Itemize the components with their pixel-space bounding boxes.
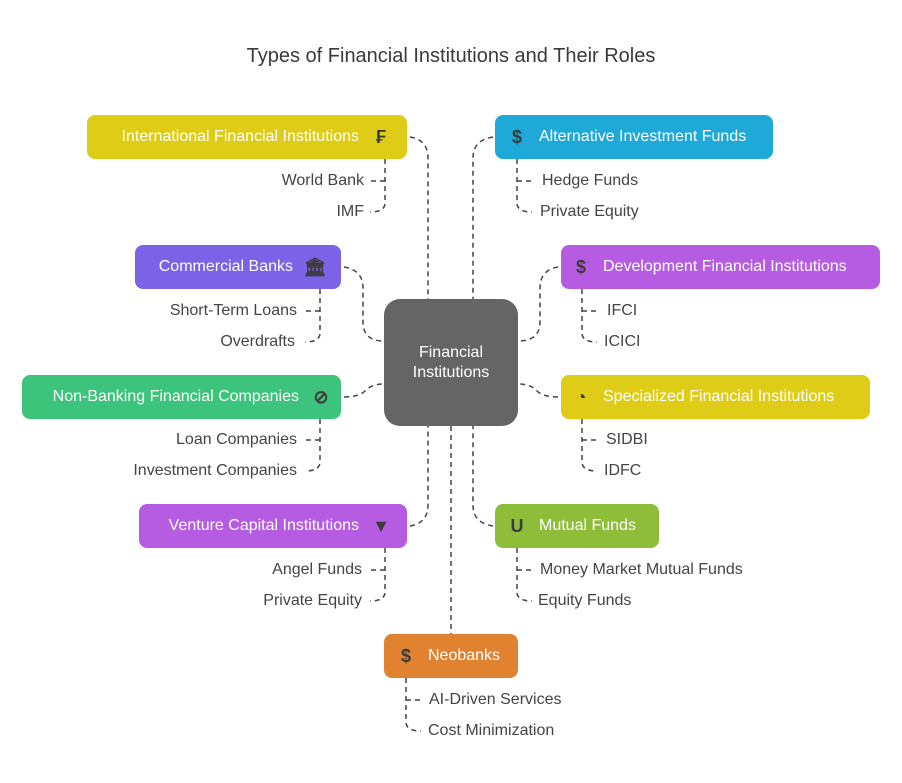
node-label: Commercial Banks bbox=[158, 258, 293, 275]
child-item: Equity Funds bbox=[538, 592, 632, 609]
child-item: Investment Companies bbox=[133, 462, 297, 479]
node-label: Alternative Investment Funds bbox=[539, 128, 747, 145]
diagram-title: Types of Financial Institutions and Thei… bbox=[246, 45, 656, 67]
node-venture[interactable]: Venture Capital Institutions ▼ bbox=[139, 504, 407, 548]
child-item: Short-Term Loans bbox=[169, 302, 297, 319]
node-label: Venture Capital Institutions bbox=[168, 517, 359, 534]
child-item: Angel Funds bbox=[272, 561, 362, 578]
node-alternative[interactable]: $ Alternative Investment Funds bbox=[495, 115, 773, 159]
connector-development bbox=[517, 266, 559, 342]
child-item: Cost Minimization bbox=[428, 722, 555, 739]
investment-exchange-icon: $ bbox=[511, 126, 522, 147]
child-item: World Bank bbox=[281, 172, 364, 189]
connector-nbfc bbox=[343, 383, 385, 398]
connector-specialized bbox=[517, 383, 559, 398]
node-mutual[interactable]: U Mutual Funds bbox=[495, 504, 659, 548]
node-label: Mutual Funds bbox=[539, 517, 636, 534]
node-label: Specialized Financial Institutions bbox=[603, 388, 835, 405]
connector-international bbox=[409, 136, 429, 299]
bank-icon: 🏛 bbox=[303, 256, 327, 277]
node-label: Neobanks bbox=[428, 647, 501, 664]
connector-mutual bbox=[472, 426, 494, 527]
globe-currency-icon: ₣ bbox=[375, 126, 386, 147]
child-item: Private Equity bbox=[540, 203, 639, 220]
child-item: AI-Driven Services bbox=[429, 691, 562, 708]
node-international[interactable]: International Financial Institutions ₣ bbox=[87, 115, 407, 159]
connector-commercial bbox=[343, 266, 385, 342]
node-nbfc[interactable]: Non-Banking Financial Companies ⊘ bbox=[22, 375, 341, 419]
graduation-cycle-icon: ◔ bbox=[575, 386, 587, 407]
center-label-line1: Financial bbox=[418, 343, 483, 361]
node-commercial[interactable]: Commercial Banks 🏛 bbox=[135, 245, 341, 289]
venture-logo-icon: ▼ bbox=[372, 515, 390, 536]
magnet-icon: U bbox=[510, 515, 524, 536]
child-item: ICICI bbox=[604, 333, 641, 350]
child-item: Hedge Funds bbox=[542, 172, 639, 189]
child-item: IMF bbox=[336, 203, 364, 220]
card-blocked-icon: ⊘ bbox=[313, 386, 329, 407]
node-label: International Financial Institutions bbox=[121, 128, 359, 145]
child-item: Overdrafts bbox=[220, 333, 295, 350]
digital-payment-icon: $ bbox=[400, 645, 411, 666]
connector-venture bbox=[409, 426, 429, 527]
node-neobanks[interactable]: $ Neobanks bbox=[384, 634, 518, 678]
child-item: Money Market Mutual Funds bbox=[540, 561, 743, 578]
node-label: Non-Banking Financial Companies bbox=[52, 388, 299, 405]
child-item: Private Equity bbox=[263, 592, 362, 609]
node-development[interactable]: $ Development Financial Institutions bbox=[561, 245, 880, 289]
node-label: Development Financial Institutions bbox=[603, 258, 847, 275]
connector-alternative bbox=[472, 136, 494, 299]
child-item: SIDBI bbox=[606, 431, 648, 448]
center-label-line2: Institutions bbox=[412, 363, 490, 381]
buildings-dollar-icon: $ bbox=[575, 256, 586, 277]
child-item: Loan Companies bbox=[176, 431, 297, 448]
child-item: IFCI bbox=[607, 302, 638, 319]
node-specialized[interactable]: ◔ Specialized Financial Institutions bbox=[561, 375, 870, 419]
child-item: IDFC bbox=[604, 462, 642, 479]
